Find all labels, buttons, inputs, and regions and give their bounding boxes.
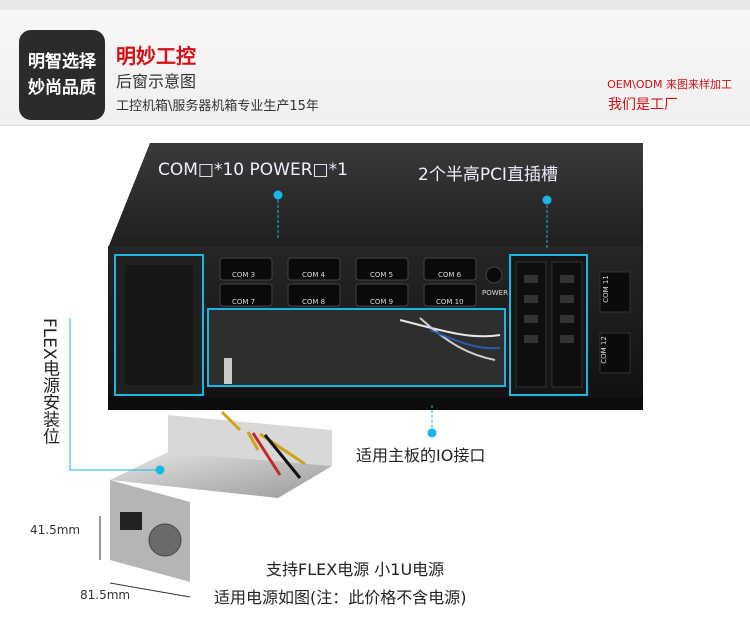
oem-text: OEM\ODM 来图来样加工 (607, 78, 732, 91)
com-label: COM 8 (302, 298, 326, 306)
psu-note-annotation: 适用电源如图(注：此价格不含电源) (214, 588, 467, 607)
com-label: COM 3 (232, 271, 256, 279)
com-label: COM 10 (436, 298, 464, 306)
brand-title: 明妙工控 (116, 44, 196, 68)
io-opening-highlight (207, 308, 506, 387)
com-cutouts (219, 257, 477, 307)
flex-install-annotation: FLEX电源安装位 (39, 318, 59, 445)
pci-slots-annotation: 2个半高PCI直插槽 (418, 165, 558, 185)
support-psu-annotation: 支持FLEX电源 小1U电源 (266, 560, 445, 579)
logo-line-2: 妙尚品质 (28, 78, 96, 98)
header-banner: 明智选择 妙尚品质 明妙工控 后窗示意图 工控机箱\服务器机箱专业生产15年 O… (0, 10, 750, 126)
com-label: COM 5 (370, 271, 394, 279)
page-subtitle: 后窗示意图 (116, 72, 197, 91)
com-label: COM 6 (438, 271, 462, 279)
chassis-top (108, 143, 643, 248)
top-strip (0, 0, 750, 10)
power-hole (485, 266, 503, 284)
flex-psu-side (110, 452, 332, 498)
flex-psu-front (110, 480, 190, 582)
side-com-label: COM 11 (601, 275, 610, 303)
psu-fan (148, 523, 182, 557)
com-label: COM 7 (232, 298, 256, 306)
psu-width-dimension: 81.5mm (80, 588, 131, 602)
side-com-label: COM 12 (599, 336, 608, 364)
psu-height-dimension: 41.5mm (30, 523, 81, 537)
factory-text: 我们是工厂 (608, 97, 678, 113)
brand-logo: 明智选择 妙尚品质 (19, 30, 105, 120)
io-port-annotation: 适用主板的IO接口 (356, 446, 486, 465)
com-power-annotation: COM□*10 POWER□*1 (158, 160, 348, 180)
company-description: 工控机箱\服务器机箱专业生产15年 (116, 99, 319, 114)
com-label: COM 9 (370, 298, 394, 306)
com-label: COM 4 (302, 271, 326, 279)
logo-line-1: 明智选择 (28, 52, 96, 72)
power-label: POWER (482, 289, 508, 297)
